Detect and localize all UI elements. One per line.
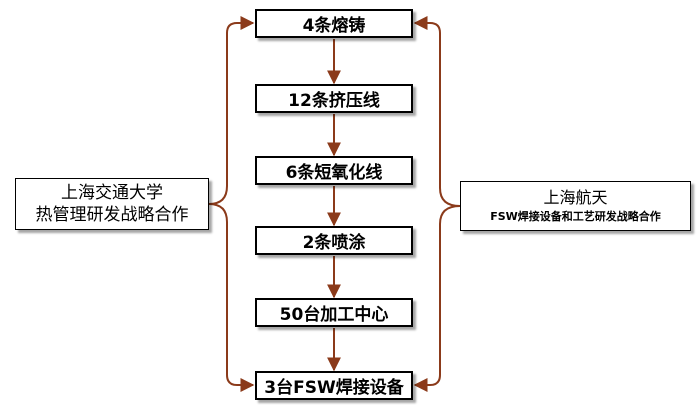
right-bracket-arrow-bottom bbox=[413, 374, 441, 392]
partner-name: 上海交通大学 bbox=[61, 183, 163, 203]
left-bracket-arrow-bottom bbox=[226, 374, 255, 392]
process-node-machining: 50台加工中心 bbox=[255, 298, 413, 327]
right-bracket-arrow-top bbox=[413, 16, 441, 34]
partner-cooperation: 热管理研发战略合作 bbox=[35, 205, 189, 225]
left-bracket-upper bbox=[208, 33, 228, 205]
partner-box-sjtu: 上海交通大学 热管理研发战略合作 bbox=[15, 178, 209, 230]
process-node-label: 2条喷涂 bbox=[302, 233, 366, 253]
partner-brackets bbox=[208, 16, 461, 392]
process-node-oxidation: 6条短氧化线 bbox=[255, 156, 413, 185]
process-node-label: 3台FSW焊接设备 bbox=[264, 378, 404, 398]
process-node-extrusion: 12条挤压线 bbox=[255, 84, 413, 113]
right-bracket-upper bbox=[439, 33, 461, 207]
process-node-coating: 2条喷涂 bbox=[255, 226, 413, 255]
right-bracket-lower bbox=[439, 205, 461, 375]
process-node-label: 12条挤压线 bbox=[288, 91, 380, 111]
process-node-label: 6条短氧化线 bbox=[285, 163, 383, 183]
left-bracket-arrow-top bbox=[226, 16, 255, 34]
process-node-fsw-welding: 3台FSW焊接设备 bbox=[255, 371, 413, 400]
left-bracket-lower bbox=[208, 203, 228, 375]
process-node-label: 4条熔铸 bbox=[302, 16, 366, 36]
process-node-casting: 4条熔铸 bbox=[255, 9, 413, 38]
partner-cooperation: FSW焊接设备和工艺研发战略合作 bbox=[490, 210, 661, 223]
partner-name: 上海航天 bbox=[543, 188, 608, 207]
partner-box-shanghai-aerospace: 上海航天 FSW焊接设备和工艺研发战略合作 bbox=[460, 181, 691, 231]
process-node-label: 50台加工中心 bbox=[279, 305, 389, 325]
